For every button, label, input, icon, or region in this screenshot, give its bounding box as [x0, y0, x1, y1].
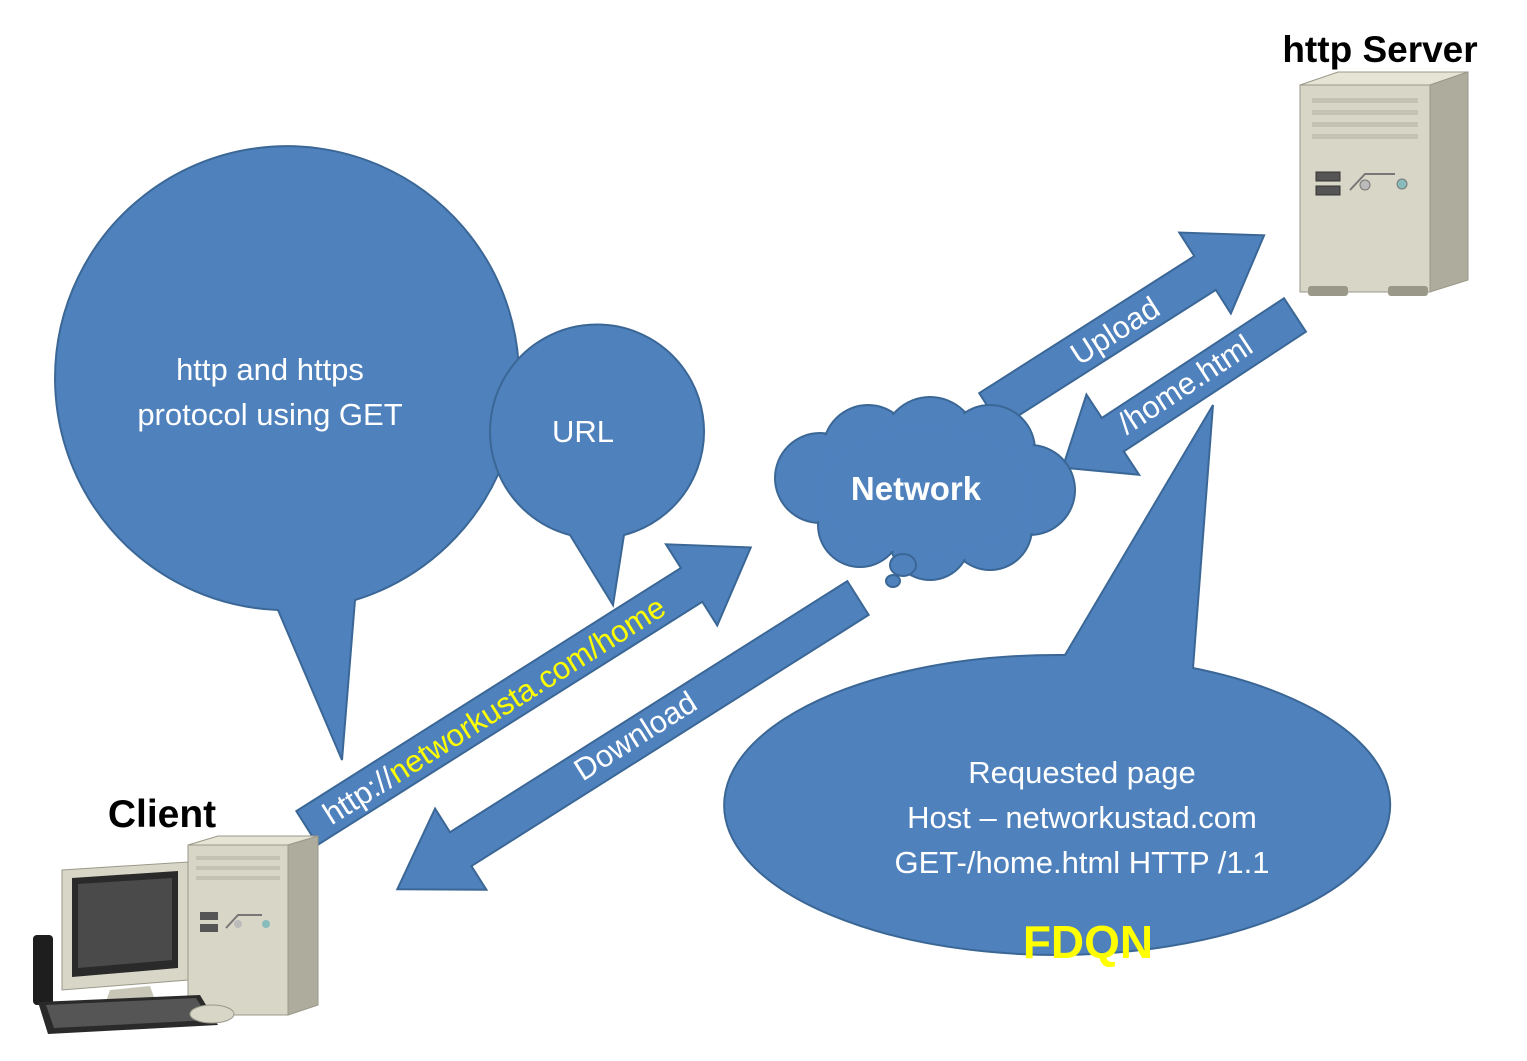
network-cloud: Network: [774, 396, 1076, 588]
speaker: [33, 935, 53, 1005]
arrow-download-label: Download: [568, 684, 703, 787]
bubble-url: URL: [489, 323, 705, 608]
bubble-request-line1: Requested page: [968, 755, 1196, 790]
bubble-url-label: URL: [552, 414, 614, 449]
server-title: http Server: [1282, 29, 1477, 70]
bubble-protocol-line2: protocol using GET: [137, 397, 402, 432]
mouse: [189, 1004, 235, 1024]
client-title: Client: [108, 793, 216, 836]
client-computer: Client: [33, 793, 319, 1034]
bubble-request-line2: Host – networkustad.com: [907, 800, 1257, 835]
monitor: [61, 861, 189, 1004]
bubble-request-fdqn: FDQN: [1023, 916, 1153, 968]
bubble-protocol-line1: http and https: [176, 352, 364, 387]
keyboard: [38, 995, 218, 1034]
arrow-request-label: http://networkusta.com/home: [317, 589, 672, 831]
client-tower: [187, 835, 319, 1016]
network-label: Network: [851, 470, 982, 507]
arrow-page-label: /home.html: [1111, 328, 1258, 441]
bubble-request-line3: GET-/home.html HTTP /1.1: [895, 845, 1270, 880]
bubble-protocol: http and https protocol using GET: [54, 145, 521, 761]
server-tower: http Server: [1282, 29, 1478, 296]
bubble-request: Requested page Host – networkustad.com G…: [723, 404, 1392, 968]
